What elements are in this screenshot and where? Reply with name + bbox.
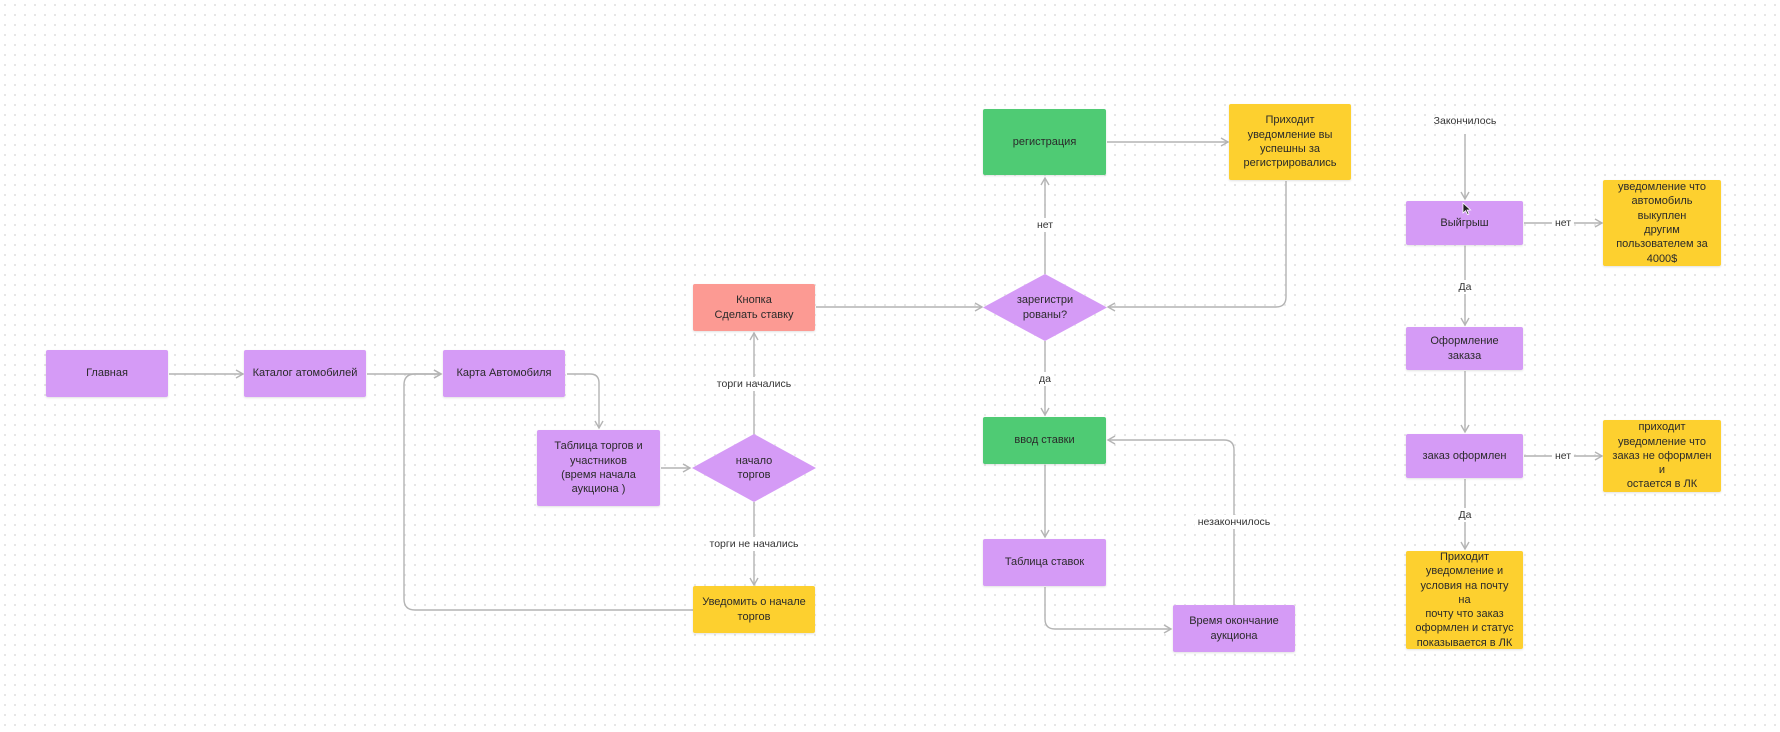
node-registration[interactable]: регистрация — [983, 109, 1106, 175]
node-auction-table[interactable]: Таблица торгов и участников (время начал… — [537, 430, 660, 506]
edge-label-not-started: торги не начались — [706, 537, 802, 551]
node-order-form[interactable]: Оформление заказа — [1406, 327, 1523, 370]
node-bid-input[interactable]: ввод ставки — [983, 417, 1106, 464]
node-car-card[interactable]: Карта Автомобиля — [443, 350, 565, 397]
node-registration-notice[interactable]: Приходит уведомление вы успешны за регис… — [1229, 104, 1351, 180]
node-final-notice[interactable]: Приходит уведомление и условия на почту … — [1406, 551, 1523, 649]
decision-registered[interactable]: зарегистри рованы? — [983, 274, 1107, 341]
edge-end-bidinput — [1106, 435, 1235, 605]
decision-registered-label: зарегистри рованы? — [1016, 294, 1074, 321]
node-auction-end[interactable]: Время окончание аукциона — [1173, 605, 1295, 652]
label-ended: Закончилось — [1433, 115, 1497, 127]
edge-notice-registered — [1106, 181, 1287, 312]
mouse-cursor-icon — [1462, 202, 1472, 216]
node-bids-table[interactable]: Таблица ставок — [983, 539, 1106, 586]
edge-card-table — [567, 373, 604, 430]
edge-label-win-no: нет — [1551, 216, 1575, 230]
node-order-done[interactable]: заказ оформлен — [1406, 434, 1523, 478]
decision-shape — [692, 434, 816, 502]
node-sold-notice[interactable]: уведомление что автомобиль выкуплен друг… — [1603, 180, 1721, 266]
node-main[interactable]: Главная — [46, 350, 168, 397]
edge-label-order-yes: Да — [1455, 508, 1475, 522]
edge-notify-card — [403, 369, 693, 611]
edge-bidstable-end — [1044, 587, 1173, 634]
edge-label-started: торги начались — [713, 377, 795, 391]
node-bid-button[interactable]: Кнопка Сделать ставку — [693, 284, 815, 331]
edge-label-yes-registered: да — [1036, 372, 1054, 386]
decision-shape — [983, 274, 1107, 341]
edge-label-no-registration: нет — [1033, 218, 1057, 232]
node-catalog[interactable]: Каталог атомобилей — [244, 350, 366, 397]
edge-label-win-yes: Да — [1455, 280, 1475, 294]
decision-auction-started[interactable]: начало торгов — [692, 434, 816, 502]
edge-label-order-no: нет — [1551, 449, 1575, 463]
node-notify-start[interactable]: Уведомить о начале торгов — [693, 586, 815, 633]
edge-label-not-finished: незакончилось — [1194, 515, 1274, 529]
decision-auction-started-label: начало торгов — [735, 454, 773, 481]
node-order-fail-notice[interactable]: приходит уведомление что заказ не оформл… — [1603, 420, 1721, 492]
